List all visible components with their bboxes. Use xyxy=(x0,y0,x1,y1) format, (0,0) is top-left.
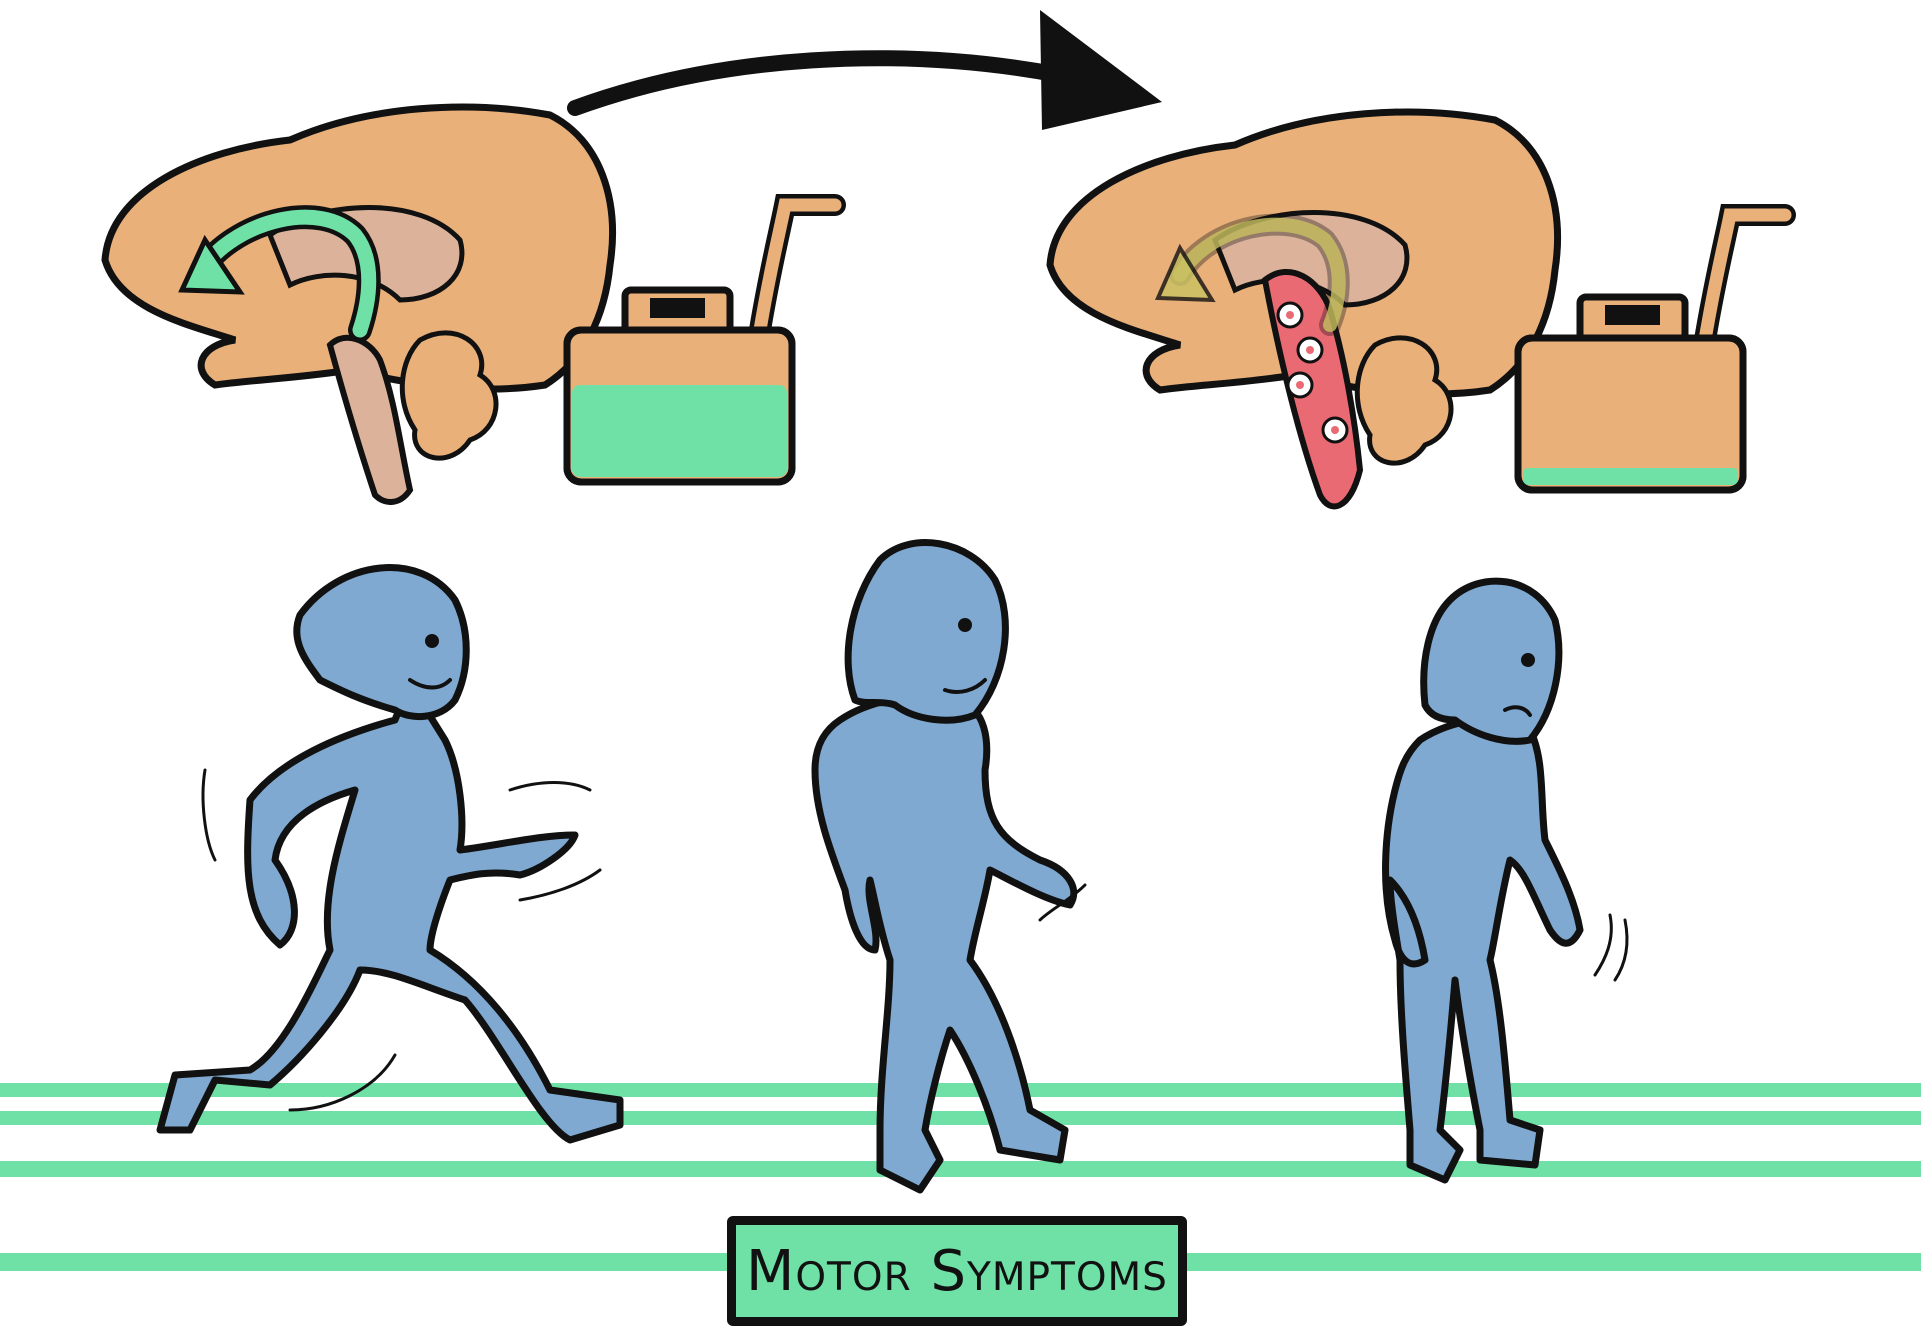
floor-line xyxy=(0,1111,1921,1125)
floor-line xyxy=(0,1083,1921,1097)
motor-symptoms-label: Motor Symptoms xyxy=(727,1216,1187,1326)
running-person xyxy=(160,568,620,1140)
caption-text: Motor Symptoms xyxy=(746,1239,1168,1304)
floor-line xyxy=(0,1161,1921,1177)
progression-arrow xyxy=(575,10,1162,130)
healthy-brain xyxy=(105,107,613,502)
parkinsonian-brain xyxy=(1050,112,1558,506)
